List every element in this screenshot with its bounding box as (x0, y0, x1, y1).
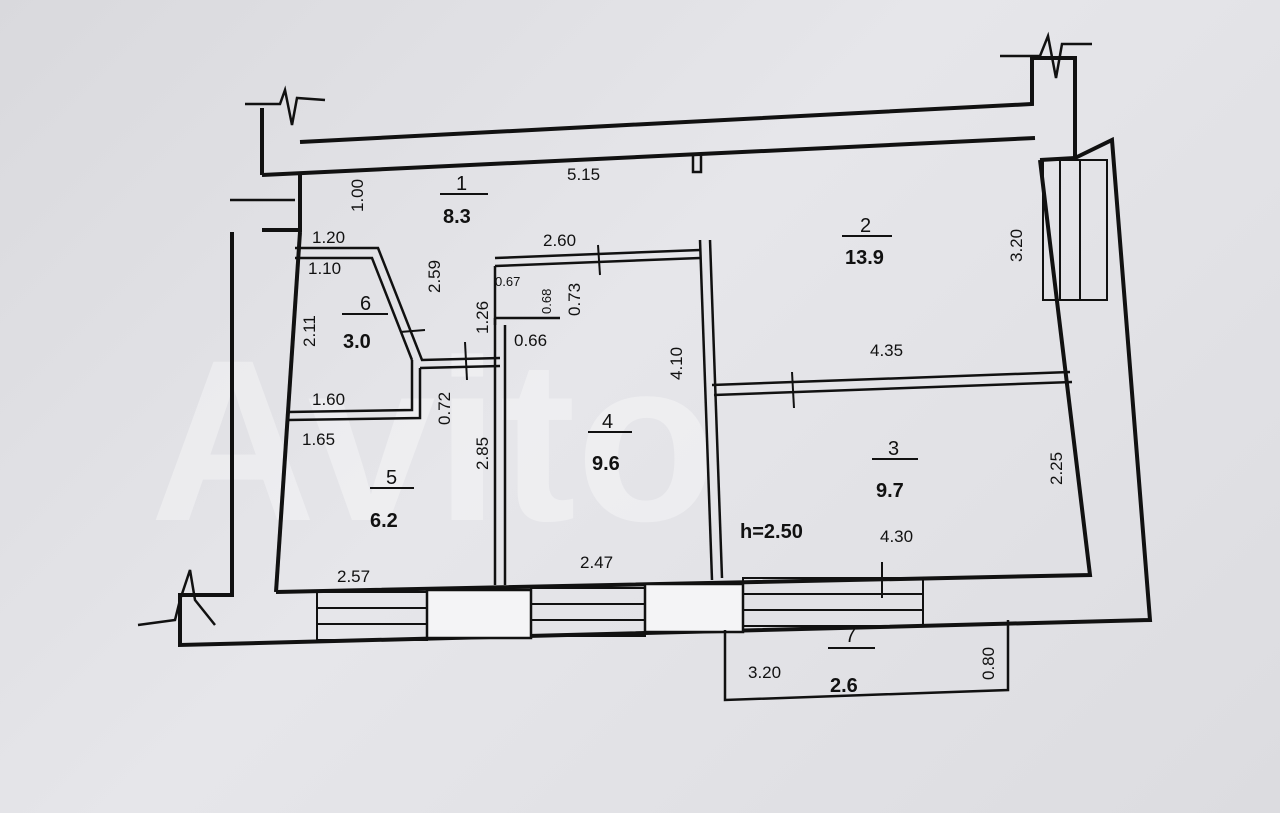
windows-bottom (316, 577, 924, 641)
room-number: 3 (888, 438, 899, 460)
room-5: 5 6.2 (370, 467, 414, 532)
dimension-label: 4.10 (667, 347, 686, 380)
dimension-label: 4.30 (880, 527, 913, 546)
dimension-label: 2.25 (1047, 452, 1066, 485)
room-area: 9.6 (592, 453, 620, 475)
dimension-label: 2.57 (337, 567, 370, 586)
dimension-label: 2.59 (425, 260, 444, 293)
dimension-label: 0.67 (495, 274, 520, 289)
room-number: 5 (386, 467, 397, 489)
window-right (1042, 159, 1108, 301)
interior-walls (287, 152, 1073, 585)
dimension-label: 3.20 (748, 663, 781, 682)
room-number: 4 (602, 411, 613, 433)
balcony-outline (723, 620, 1010, 702)
dimension-label: 2.60 (543, 231, 576, 250)
room-6: 6 3.0 (342, 293, 388, 353)
dimension-label: 5.15 (567, 165, 600, 184)
room-area: 6.2 (370, 510, 398, 532)
dimension-label: 1.00 (348, 179, 367, 212)
room-number: 1 (456, 173, 467, 195)
room-area: 13.9 (845, 247, 884, 269)
watermark-text: Avito (150, 312, 716, 569)
room-number: 7 (845, 625, 856, 647)
dimension-label: 1.20 (312, 228, 345, 247)
dimension-label: 0.72 (435, 392, 454, 425)
dimension-label: 4.35 (870, 341, 903, 360)
room-4: 4 9.6 (588, 411, 632, 475)
dimension-label: 0.66 (514, 331, 547, 350)
dimension-label: 2.47 (580, 553, 613, 572)
room-area: 2.6 (830, 675, 858, 697)
room-area: 9.7 (876, 480, 904, 502)
dimension-label: 1.10 (308, 259, 341, 278)
dimension-label: 2.11 (300, 315, 319, 347)
room-area: 3.0 (343, 331, 371, 353)
dimension-label: 0.80 (979, 647, 998, 680)
dimension-label: 1.65 (302, 430, 335, 449)
room-2: 2 13.9 (842, 215, 892, 269)
dimension-label: 3.20 (1007, 229, 1026, 262)
room-area: 8.3 (443, 206, 471, 228)
wall-break-symbols (137, 31, 1092, 627)
dimension-label: 1.60 (312, 390, 345, 409)
dimension-labels: 5.15 1.00 1.20 1.10 2.59 2.60 0.67 0.68 … (300, 165, 1066, 682)
room-3: 3 9.7 (872, 438, 918, 502)
dimension-label: 1.26 (473, 301, 492, 334)
ceiling-height: h=2.50 (740, 521, 803, 543)
dimension-label: 2.85 (473, 437, 492, 470)
room-1: 1 8.3 (440, 173, 488, 228)
dimension-label: 0.68 (539, 289, 554, 314)
room-number: 2 (860, 215, 871, 237)
dimension-label: 0.73 (565, 283, 584, 316)
door-ticks (399, 244, 883, 598)
room-7: 7 2.6 (828, 625, 875, 697)
room-number: 6 (360, 293, 371, 315)
